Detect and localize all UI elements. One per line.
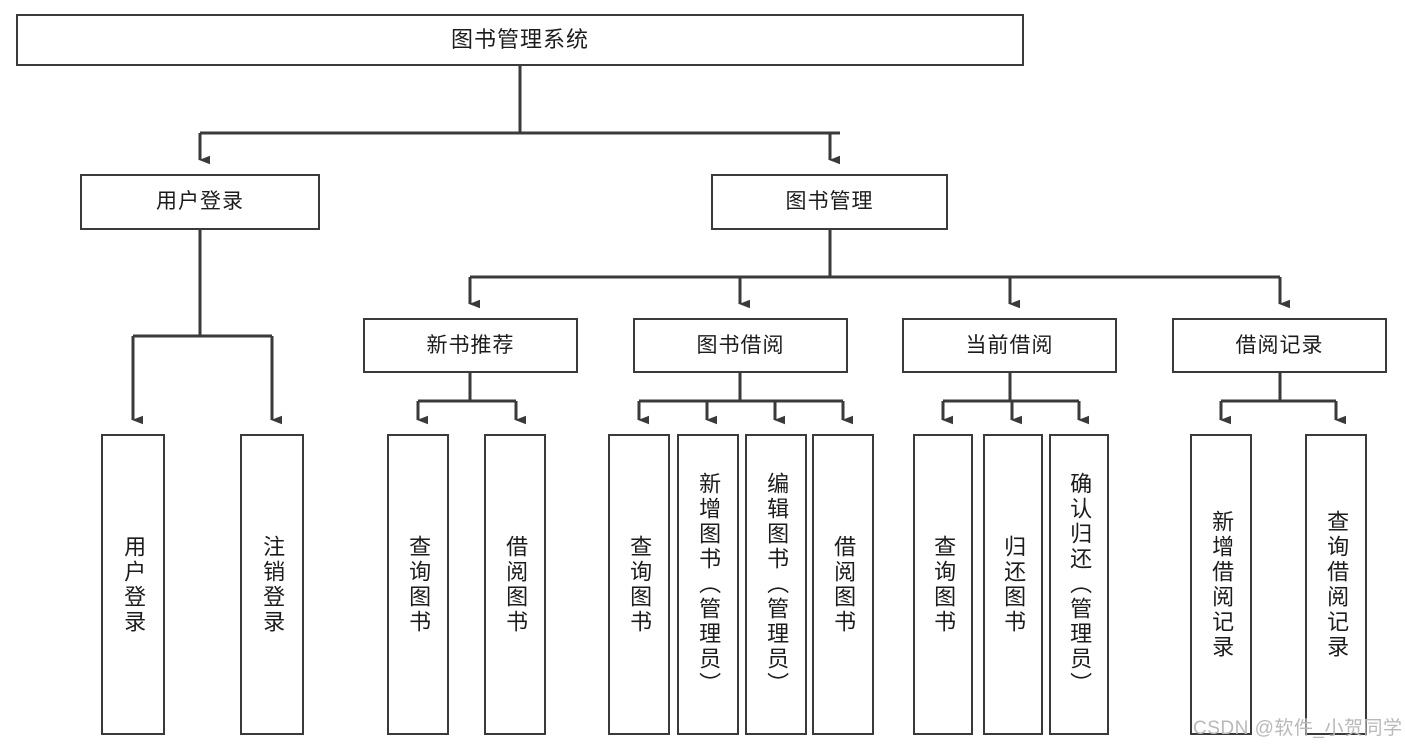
node-leaf-confirm-return[interactable]: 确认归还（管理员） xyxy=(1049,434,1109,735)
node-leaf-borrow-book-2[interactable]: 借阅图书 xyxy=(812,434,874,735)
node-leaf-query-book-3[interactable]: 查询图书 xyxy=(913,434,973,735)
node-new-book-recommend-label: 新书推荐 xyxy=(426,333,515,357)
node-book-borrow-label: 图书借阅 xyxy=(696,333,785,357)
node-leaf-edit-book-label: 编辑图书（管理员） xyxy=(764,472,790,697)
node-leaf-user-login[interactable]: 用户登录 xyxy=(101,434,165,735)
node-leaf-add-book[interactable]: 新增图书（管理员） xyxy=(677,434,739,735)
node-leaf-query-book-1[interactable]: 查询图书 xyxy=(387,434,449,735)
node-leaf-edit-book[interactable]: 编辑图书（管理员） xyxy=(745,434,807,735)
node-user-login[interactable]: 用户登录 xyxy=(80,174,320,230)
node-leaf-borrow-book-2-label: 借阅图书 xyxy=(831,534,857,635)
node-leaf-borrow-book-1-label: 借阅图书 xyxy=(503,534,529,635)
node-borrow-record[interactable]: 借阅记录 xyxy=(1172,318,1387,373)
node-leaf-borrow-book-1[interactable]: 借阅图书 xyxy=(484,434,546,735)
node-root[interactable]: 图书管理系统 xyxy=(16,14,1024,66)
node-user-login-label: 用户登录 xyxy=(156,190,244,214)
node-leaf-user-logout-label: 注销登录 xyxy=(260,534,286,635)
node-leaf-add-record-label: 新增借阅记录 xyxy=(1209,509,1235,660)
node-leaf-user-logout[interactable]: 注销登录 xyxy=(240,434,304,735)
node-leaf-query-record[interactable]: 查询借阅记录 xyxy=(1305,434,1367,735)
node-leaf-add-book-label: 新增图书（管理员） xyxy=(696,472,722,697)
node-leaf-query-book-1-label: 查询图书 xyxy=(406,534,432,635)
csdn-watermark: CSDN @软件_小贺同学 xyxy=(1193,718,1403,739)
node-leaf-return-book[interactable]: 归还图书 xyxy=(983,434,1043,735)
node-leaf-query-book-2[interactable]: 查询图书 xyxy=(608,434,670,735)
node-current-borrow[interactable]: 当前借阅 xyxy=(902,318,1117,373)
node-book-borrow[interactable]: 图书借阅 xyxy=(633,318,848,373)
node-book-manage-label: 图书管理 xyxy=(785,190,874,214)
node-book-manage[interactable]: 图书管理 xyxy=(711,174,948,230)
node-leaf-return-book-label: 归还图书 xyxy=(1001,534,1027,635)
node-leaf-query-record-label: 查询借阅记录 xyxy=(1324,509,1350,660)
node-leaf-user-login-label: 用户登录 xyxy=(121,534,147,635)
node-current-borrow-label: 当前借阅 xyxy=(965,333,1054,357)
node-leaf-query-book-2-label: 查询图书 xyxy=(627,534,653,635)
node-borrow-record-label: 借阅记录 xyxy=(1235,333,1324,357)
node-root-label: 图书管理系统 xyxy=(450,26,589,52)
node-leaf-add-record[interactable]: 新增借阅记录 xyxy=(1190,434,1252,735)
node-leaf-query-book-3-label: 查询图书 xyxy=(931,534,957,635)
node-leaf-confirm-return-label: 确认归还（管理员） xyxy=(1067,472,1093,697)
node-new-book-recommend[interactable]: 新书推荐 xyxy=(363,318,578,373)
